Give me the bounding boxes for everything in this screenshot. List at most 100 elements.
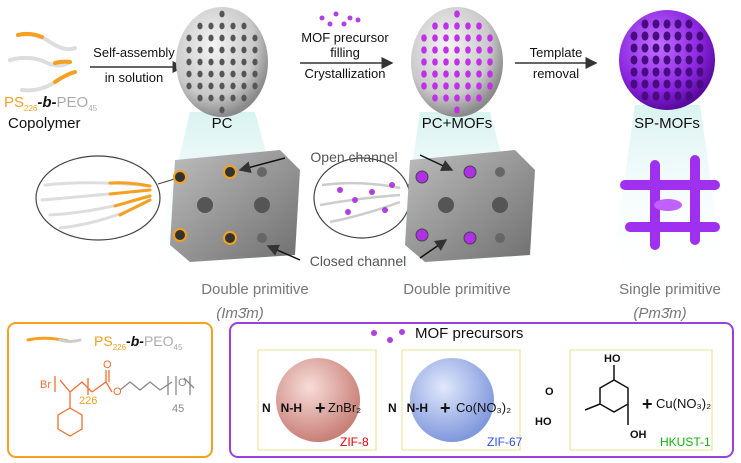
pore <box>663 31 671 41</box>
pore <box>641 67 649 77</box>
pore <box>652 19 660 29</box>
pore <box>454 10 460 18</box>
pore <box>674 43 682 53</box>
ps-chemical-structure <box>54 370 113 437</box>
pore <box>630 79 638 89</box>
arrow-icon <box>266 244 301 261</box>
pore <box>241 70 247 78</box>
pore <box>186 46 192 54</box>
pore <box>465 46 471 54</box>
copolymer-formula-box: PS226-b-PEO45 <box>94 333 183 352</box>
pore <box>663 19 671 29</box>
pore <box>197 94 203 102</box>
zif8-reagent: ZnBr₂ <box>328 400 361 415</box>
pore <box>421 46 427 54</box>
pore <box>219 46 225 54</box>
center-structure-label: Double primitive <box>403 281 511 298</box>
precursor-dots-icon <box>319 11 361 27</box>
right-space-group: (Pm3̄m) <box>633 305 686 322</box>
pore <box>219 70 225 78</box>
pore <box>197 58 203 66</box>
pore <box>443 94 449 102</box>
pore <box>685 31 693 41</box>
left-structure-label: Double primitive <box>201 281 309 298</box>
cooh-label: OH <box>630 429 647 441</box>
pore <box>454 22 460 30</box>
step3-label-2: removal <box>533 66 579 81</box>
plus-sign: + <box>315 398 326 418</box>
zif67-reagent: Co(NO₃)₂ <box>456 400 511 415</box>
pore <box>241 58 247 66</box>
peo-repeat-count: 45 <box>172 403 184 415</box>
pore <box>443 34 449 42</box>
pore <box>674 31 682 41</box>
arrow-icon <box>419 239 448 259</box>
pc-label: PC <box>212 115 233 132</box>
br-label: Br <box>40 379 51 391</box>
sp-mofs-label: SP-MOFs <box>634 115 700 132</box>
pore <box>630 67 638 77</box>
pore <box>476 46 482 54</box>
ester-o: O <box>113 386 122 398</box>
plus-sign: + <box>440 398 451 418</box>
cooh-label: HO <box>604 353 621 365</box>
ether-o: O <box>178 377 187 389</box>
pore <box>230 46 236 54</box>
step2-label-3: Crystallization <box>305 66 386 81</box>
pore <box>465 82 471 90</box>
pore <box>476 22 482 30</box>
magnified-filled-channel <box>313 157 421 239</box>
carbonyl-label: O <box>545 386 554 398</box>
step3-label: Template <box>530 45 583 60</box>
pore <box>186 34 192 42</box>
pore <box>685 19 693 29</box>
pore <box>641 79 649 89</box>
copolymer-label: Copolymer <box>8 115 81 132</box>
pore <box>476 34 482 42</box>
pore <box>454 46 460 54</box>
pore <box>230 70 236 78</box>
pore <box>696 79 704 89</box>
pore <box>652 31 660 41</box>
pore <box>241 46 247 54</box>
pore <box>663 43 671 53</box>
pore <box>454 34 460 42</box>
pore <box>241 94 247 102</box>
pore <box>696 55 704 65</box>
pore <box>443 58 449 66</box>
copolymer-formula: PS226-b-PEO45 <box>4 94 98 113</box>
pore <box>674 91 682 101</box>
pore <box>674 19 682 29</box>
pore <box>652 55 660 65</box>
double-primitive-filled-structure <box>405 150 535 262</box>
pore <box>443 22 449 30</box>
pore <box>454 58 460 66</box>
pore <box>652 67 660 77</box>
left-space-group: (Im3̄m) <box>216 305 264 322</box>
pore <box>197 46 203 54</box>
pore <box>421 34 427 42</box>
hkust1-panel: HO HO OH O + Cu(NO₃)₂ HKUST-1 <box>535 349 713 451</box>
hkust-reagent: Cu(NO₃)₂ <box>656 396 711 411</box>
pore <box>219 106 225 114</box>
pore <box>230 58 236 66</box>
pore <box>487 34 493 42</box>
pore <box>252 70 258 78</box>
pore <box>685 55 693 65</box>
single-primitive-structure <box>620 155 720 250</box>
pore <box>241 34 247 42</box>
pore <box>641 55 649 65</box>
pore <box>197 70 203 78</box>
pore <box>454 82 460 90</box>
pore <box>641 43 649 53</box>
pc-mofs-sphere <box>411 7 503 117</box>
pore <box>230 22 236 30</box>
step2-label: MOF precursor <box>301 30 389 45</box>
pore <box>252 34 258 42</box>
pore <box>685 79 693 89</box>
zif8-label: ZIF-8 <box>340 435 369 449</box>
pore <box>230 34 236 42</box>
